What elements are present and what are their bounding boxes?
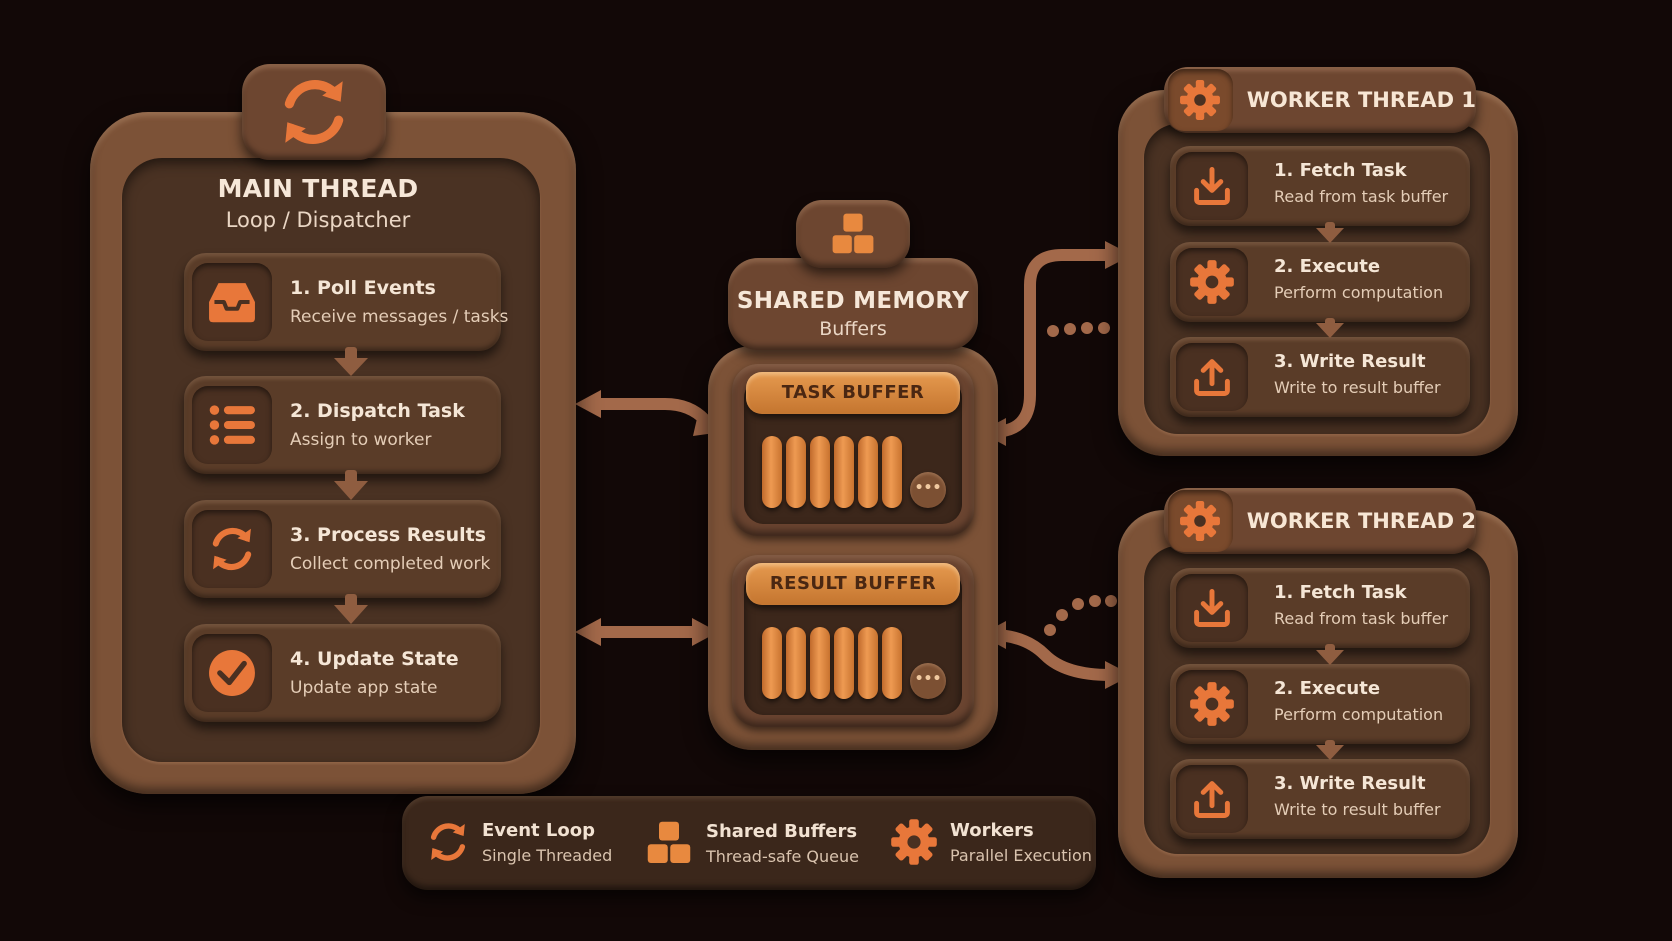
worker1-step-execute[interactable]: 2. Execute Perform computation [1170, 242, 1470, 322]
buffer-slot [882, 627, 902, 699]
main-thread-subtitle: Loop / Dispatcher [225, 208, 411, 232]
result-buffer[interactable]: RESULT BUFFER ••• [732, 555, 974, 727]
legend-subtitle: Parallel Execution [950, 845, 1092, 865]
legend-title: Event Loop [482, 819, 596, 841]
step-title: 1. Fetch Task [1274, 160, 1407, 181]
step-subtitle: Update app state [290, 678, 438, 698]
result-buffer-more-button[interactable]: ••• [910, 663, 946, 699]
shared-memory-icon-tab [796, 200, 910, 268]
buffer-slot [882, 436, 902, 508]
step-title: 2. Dispatch Task [290, 400, 465, 422]
step-title: 2. Execute [1274, 678, 1381, 699]
worker-thread-1-header: WORKER THREAD 1 [1164, 67, 1476, 133]
worker-thread-1-title: WORKER THREAD 1 [1246, 88, 1476, 112]
task-buffer-worker1-connector [986, 249, 1116, 438]
main-thread-title: MAIN THREAD [217, 174, 419, 203]
buffer-slot [810, 627, 830, 699]
step-title: 4. Update State [290, 648, 459, 670]
legend-subtitle: Single Threaded [482, 845, 613, 865]
step-subtitle: Read from task buffer [1274, 187, 1449, 206]
main-thread-icon-tab [242, 64, 386, 160]
inbox-tray-icon [209, 283, 255, 323]
worker2-step-write-result[interactable]: 3. Write Result Write to result buffer [1170, 759, 1470, 839]
buffer-slot [810, 436, 830, 508]
list-icon [209, 405, 255, 445]
step-title: 3. Write Result [1274, 773, 1426, 794]
buffer-slot [762, 436, 782, 508]
legend-title: Shared Buffers [706, 820, 858, 842]
worker1-step-write-result[interactable]: 3. Write Result Write to result buffer [1170, 337, 1470, 417]
task-buffer-slots [762, 436, 912, 508]
legend-item-workers: Workers Parallel Execution [890, 818, 1092, 866]
step-icon-well [192, 263, 272, 341]
buffer-slot [786, 436, 806, 508]
buffer-slot [834, 627, 854, 699]
gear-icon [890, 818, 938, 866]
check-circle-icon [209, 650, 255, 696]
worker-thread-2-title: WORKER THREAD 2 [1246, 509, 1476, 533]
step-title: 1. Fetch Task [1274, 582, 1407, 603]
step-icon-well [192, 634, 272, 712]
step-subtitle: Write to result buffer [1274, 800, 1441, 819]
shared-memory-title: SHARED MEMORY [736, 288, 970, 314]
buffer-slot [858, 627, 878, 699]
legend-title: Workers [950, 819, 1034, 841]
main-step-poll-events[interactable]: 1. Poll Events Receive messages / tasks [184, 253, 508, 351]
step-icon-well [1176, 152, 1248, 220]
legend-item-event-loop: Event Loop Single Threaded [424, 818, 612, 866]
step-icon-well [1176, 765, 1248, 833]
step-icon-well [1176, 343, 1248, 411]
stacked-blocks-icon [644, 818, 694, 868]
step-subtitle: Read from task buffer [1274, 609, 1449, 628]
result-buffer-slots [762, 627, 912, 699]
worker2-step-fetch-task[interactable]: 1. Fetch Task Read from task buffer [1170, 568, 1470, 648]
buffer-slot [786, 627, 806, 699]
worker1-step-fetch-task[interactable]: 1. Fetch Task Read from task buffer [1170, 146, 1470, 226]
step-icon-well [192, 386, 272, 464]
task-buffer-label: TASK BUFFER [746, 372, 960, 414]
step-title: 3. Process Results [290, 524, 487, 546]
result-buffer-label: RESULT BUFFER [746, 563, 960, 605]
buffer-slot [834, 436, 854, 508]
shared-memory-subtitle: Buffers [819, 318, 887, 340]
step-subtitle: Write to result buffer [1274, 378, 1441, 397]
worker-thread-2-header: WORKER THREAD 2 [1164, 488, 1476, 554]
legend-panel: Event Loop Single Threaded Shared Buffer… [402, 796, 1096, 890]
refresh-cycle-icon [424, 818, 472, 866]
step-subtitle: Assign to worker [290, 430, 432, 450]
step-subtitle: Receive messages / tasks [290, 307, 509, 327]
step-title: 1. Poll Events [290, 277, 436, 299]
step-title: 2. Execute [1274, 256, 1381, 277]
buffer-slot [762, 627, 782, 699]
header-icon-well [1168, 69, 1233, 131]
step-title: 3. Write Result [1274, 351, 1426, 372]
result-buffer-worker2-connector [986, 629, 1116, 681]
step-icon-well [1176, 574, 1248, 642]
legend-item-shared-buffers: Shared Buffers Thread-safe Queue [644, 818, 859, 868]
task-buffer[interactable]: TASK BUFFER ••• [732, 364, 974, 536]
worker2-step-execute[interactable]: 2. Execute Perform computation [1170, 664, 1470, 744]
main-step-dispatch-task[interactable]: 2. Dispatch Task Assign to worker [184, 376, 501, 474]
main-step-process-results[interactable]: 3. Process Results Collect completed wor… [184, 500, 501, 598]
step-subtitle: Collect completed work [290, 554, 491, 574]
task-buffer-more-button[interactable]: ••• [910, 472, 946, 508]
step-icon-well [1176, 670, 1248, 738]
step-icon-well [192, 510, 272, 588]
shared-memory-header [728, 258, 978, 350]
step-icon-well [1176, 248, 1248, 316]
legend-subtitle: Thread-safe Queue [706, 846, 859, 866]
header-icon-well [1168, 490, 1233, 552]
buffer-slot [858, 436, 878, 508]
step-subtitle: Perform computation [1274, 283, 1444, 302]
main-step-update-state[interactable]: 4. Update State Update app state [184, 624, 501, 722]
step-subtitle: Perform computation [1274, 705, 1444, 724]
